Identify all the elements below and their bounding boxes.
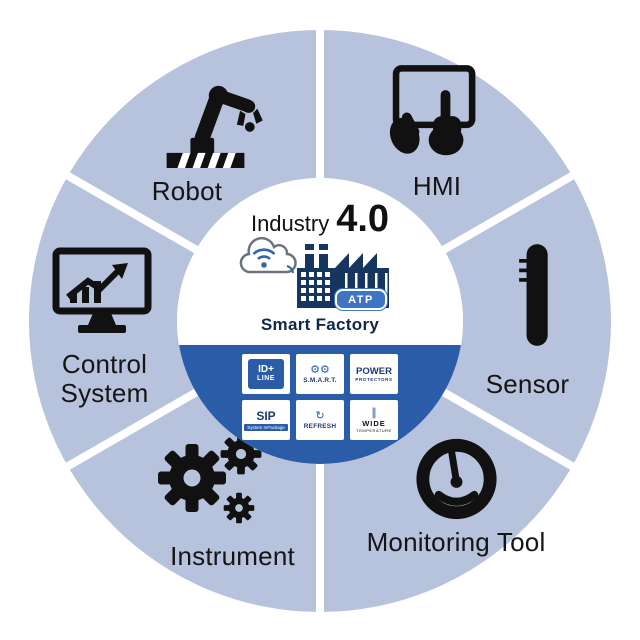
badge-wide-temperature: ∥ WIDE TEMPERATURE	[350, 400, 398, 440]
industry-4-0-title: Industry 4.0	[177, 198, 463, 241]
refresh-glyph-icon: ↻	[315, 409, 325, 422]
gears-glyph-icon: ⚙⚙	[310, 363, 330, 376]
id-line-box: ID+ LINE	[248, 359, 284, 389]
segment-label-sensor: Sensor	[485, 369, 570, 399]
segment-label-monitoring-tool: Monitoring Tool	[366, 527, 546, 557]
monitor-chart-icon	[52, 247, 152, 333]
segment-label-hmi: HMI	[412, 171, 462, 201]
sensor-icon	[519, 244, 548, 346]
product-badges: ID+ LINE ⚙⚙ S.M.A.R.T. POWER PROTECTORS …	[237, 345, 403, 440]
badge-refresh: ↻ REFRESH	[296, 400, 344, 440]
segment-label-instrument: Instrument	[170, 541, 295, 571]
robot-arm-icon	[166, 85, 263, 168]
atp-badge: ATP	[335, 289, 387, 310]
title-industry: Industry	[250, 211, 330, 236]
badge-smart: ⚙⚙ S.M.A.R.T.	[296, 354, 344, 394]
cloud-wifi-icon	[239, 236, 297, 274]
hmi-touch-icon	[389, 65, 476, 156]
title-version: 4.0	[336, 198, 390, 240]
badge-sip: SIP System InPackage	[242, 400, 290, 440]
center-hub: Industry 4.0	[177, 178, 463, 464]
badge-power-protectors: POWER PROTECTORS	[350, 354, 398, 394]
segment-label-control-system: Control System	[60, 349, 149, 409]
product-band: ID+ LINE ⚙⚙ S.M.A.R.T. POWER PROTECTORS …	[177, 345, 463, 464]
badge-id-line: ID+ LINE	[242, 354, 290, 394]
segment-label-robot: Robot	[151, 176, 223, 206]
thermometer-glyph-icon: ∥	[371, 406, 377, 419]
smart-factory-caption: Smart Factory	[260, 315, 380, 334]
